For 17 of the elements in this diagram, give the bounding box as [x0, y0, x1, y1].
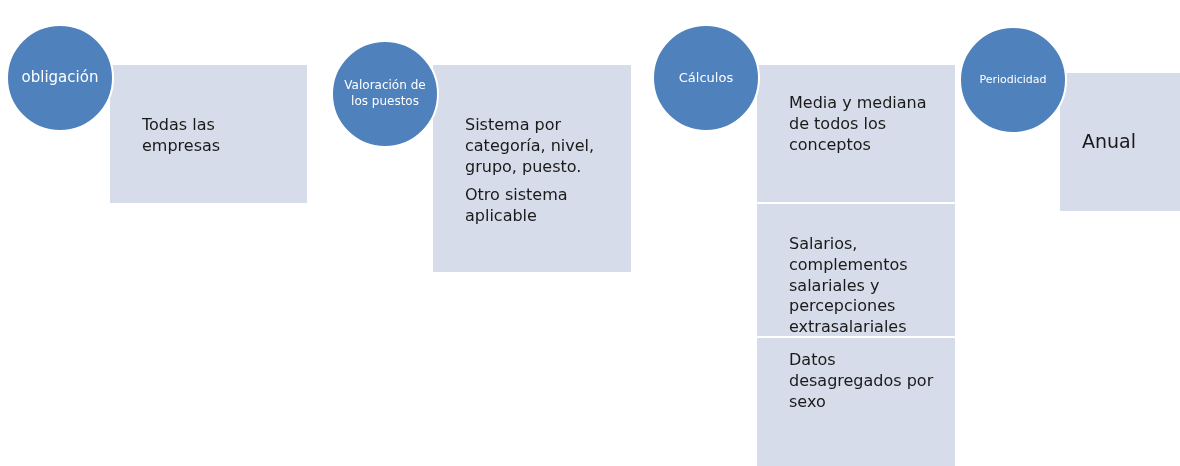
body-text: Media y mediana de todos los conceptos — [789, 93, 928, 156]
body-text: Anual — [1082, 129, 1137, 154]
content-box — [110, 65, 307, 203]
heading-text: Cálculos — [678, 69, 734, 87]
body-text: Todas las empresas — [142, 115, 222, 157]
body-text: Salarios, complementos salariales y percepciones extrasalariales — [789, 234, 909, 338]
content-box — [757, 65, 955, 202]
heading-text: obligación — [21, 68, 99, 88]
content-box — [1060, 73, 1180, 211]
body-text: Sistema por categoría, nivel, grupo, puesto. — [465, 115, 596, 178]
body-text: Datos desagregados por sexo — [789, 350, 935, 413]
heading-text: Periodicidad — [979, 72, 1047, 88]
content-box — [433, 65, 631, 272]
heading-text: Valoración de los puestos — [343, 78, 427, 110]
body-text: Otro sistema aplicable — [465, 185, 569, 227]
content-box — [757, 338, 955, 466]
content-box — [757, 204, 955, 336]
